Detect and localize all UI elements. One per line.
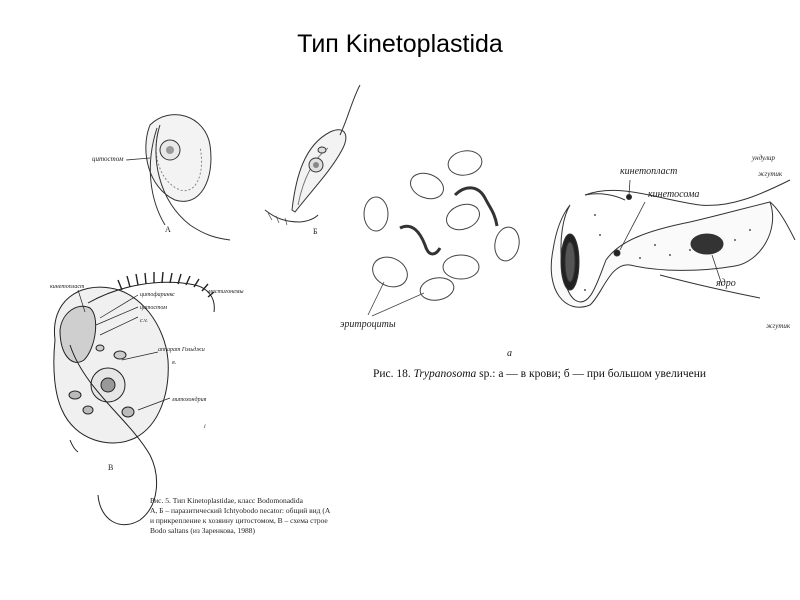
label-panel-b: Б	[313, 227, 318, 236]
figure-5-panel-a	[125, 114, 231, 241]
erythrocyte	[447, 150, 483, 176]
pointer-golgi	[121, 351, 159, 361]
slide-title: Тип Kinetoplastida	[297, 30, 503, 58]
caption-rest: sp.: а — в крови; б — при большом увелич…	[476, 368, 707, 380]
caption-line: А, Б – паразитический Ichtyobodo necator…	[150, 506, 331, 515]
trypanosome-1	[399, 224, 442, 256]
mastigoneme-hairs	[117, 271, 215, 298]
caption-genus: Trypanosoma	[413, 368, 477, 380]
flagellum-a2	[149, 127, 166, 226]
label-flagellum-top: ундулир	[751, 154, 775, 162]
label-cytostome: цитостом	[92, 155, 124, 163]
label-flagellum-top2: жгутик	[758, 170, 783, 178]
erythrocyte	[372, 256, 408, 288]
flagellum-a1	[155, 124, 231, 241]
cell-inner-a	[155, 131, 203, 192]
caption-line: Bodo saltans (из Заренкова, 1988)	[150, 526, 255, 535]
caption-line: и прикрепление к хозяину цитостомом, В –…	[150, 516, 328, 525]
label-kinetoplast-r: кинетопласт	[620, 166, 677, 177]
pointer-kinetosome	[619, 201, 646, 251]
flagellum-end	[769, 201, 796, 241]
label-erythrocytes: эритроциты	[340, 319, 396, 330]
caption-prefix: Рис. 18.	[373, 368, 411, 380]
label-mastigonemes: мастигонемы	[207, 289, 244, 295]
kinetoplast-mass	[59, 305, 97, 363]
pointer-kinetoplast-r	[628, 179, 631, 196]
label-kinetosome: кинетосома	[648, 189, 699, 200]
pointer-nucleus	[711, 254, 723, 286]
flagellum-b	[339, 84, 361, 136]
label-nucleus-r: ядро	[715, 278, 736, 289]
pointer-mitochondrion	[137, 397, 171, 411]
pointer-cv	[99, 316, 139, 336]
figure-18-panel-a	[363, 150, 520, 317]
label-panel-v: В	[108, 463, 113, 472]
label-cytopharynx: цитофаринкс	[140, 291, 175, 298]
erythrocyte	[494, 226, 520, 262]
label-small-mark: і	[204, 424, 206, 430]
label-cv: с.v.	[140, 318, 148, 324]
label-panel-a: А	[165, 225, 171, 234]
label-cytostome-v: цитостом	[140, 305, 167, 311]
pointer-cytopharynx	[99, 294, 139, 319]
caption-line: Рис. 5. Тип Kinetoplastidae, класс Bodom…	[150, 496, 303, 505]
recurrent-flagellum	[69, 344, 158, 526]
erythrocyte	[446, 203, 480, 231]
label-nucleus-mark: я.	[171, 360, 176, 366]
label-golgi: аппарат Гольджи	[158, 346, 205, 353]
front-flagellum	[87, 281, 215, 313]
figure-18-caption: Рис. 18. Trypanosoma sp.: а — в крови; б…	[373, 368, 798, 380]
label-mitochondrion: митохондрия	[171, 396, 207, 403]
figure-5-panel-b	[264, 84, 361, 226]
figure-5-panel-v	[53, 271, 215, 526]
cell-outline-a	[145, 114, 212, 202]
pointer-erythrocyte-1	[367, 281, 385, 316]
erythrocyte	[442, 254, 480, 280]
pointer-cytostome-v	[95, 306, 139, 326]
trypanosome-2	[453, 186, 499, 227]
label-kinetoplast-v: кинетопласт	[50, 284, 85, 290]
undulating-membrane	[584, 179, 791, 206]
host-surface	[264, 209, 319, 223]
erythrocyte	[419, 277, 455, 301]
erythrocyte	[363, 196, 389, 232]
erythrocyte	[410, 172, 444, 200]
pointer-kinetoplast	[77, 289, 86, 313]
trypanosome-body	[550, 201, 774, 308]
nucleus-trypanosome	[690, 233, 724, 255]
pointer-erythrocyte-2	[371, 292, 425, 317]
figure-18-panel-b	[550, 179, 796, 308]
pointer-cytostome	[125, 157, 151, 161]
label-right-cut: жгутик	[766, 322, 791, 330]
label-panel-a-right: а	[507, 348, 512, 359]
figure-5-caption: Рис. 5. Тип Kinetoplastidae, класс Bodom…	[150, 496, 400, 536]
